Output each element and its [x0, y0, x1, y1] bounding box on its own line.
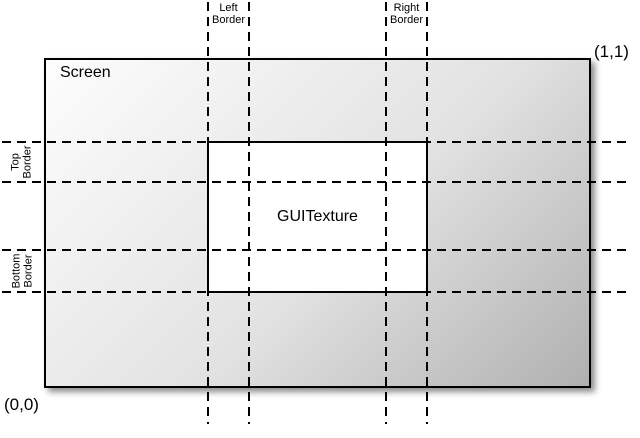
right-border-label: Right Border — [389, 2, 424, 26]
top-border-label: Top Border — [10, 145, 34, 179]
coord-top-right-label: (1,1) — [594, 42, 629, 61]
bottom-border-label: Bottom Border — [9, 253, 34, 289]
top-border-label-box: Top Border — [2, 142, 42, 182]
screen-label: Screen — [60, 64, 111, 81]
coord-bottom-left-label: (0,0) — [4, 395, 39, 414]
guitexture-label: GUITexture — [277, 208, 358, 225]
left-border-label: Left Border — [211, 2, 246, 26]
bottom-border-label-box: Bottom Border — [2, 250, 42, 292]
guitexture-rect: GUITexture — [207, 141, 428, 293]
